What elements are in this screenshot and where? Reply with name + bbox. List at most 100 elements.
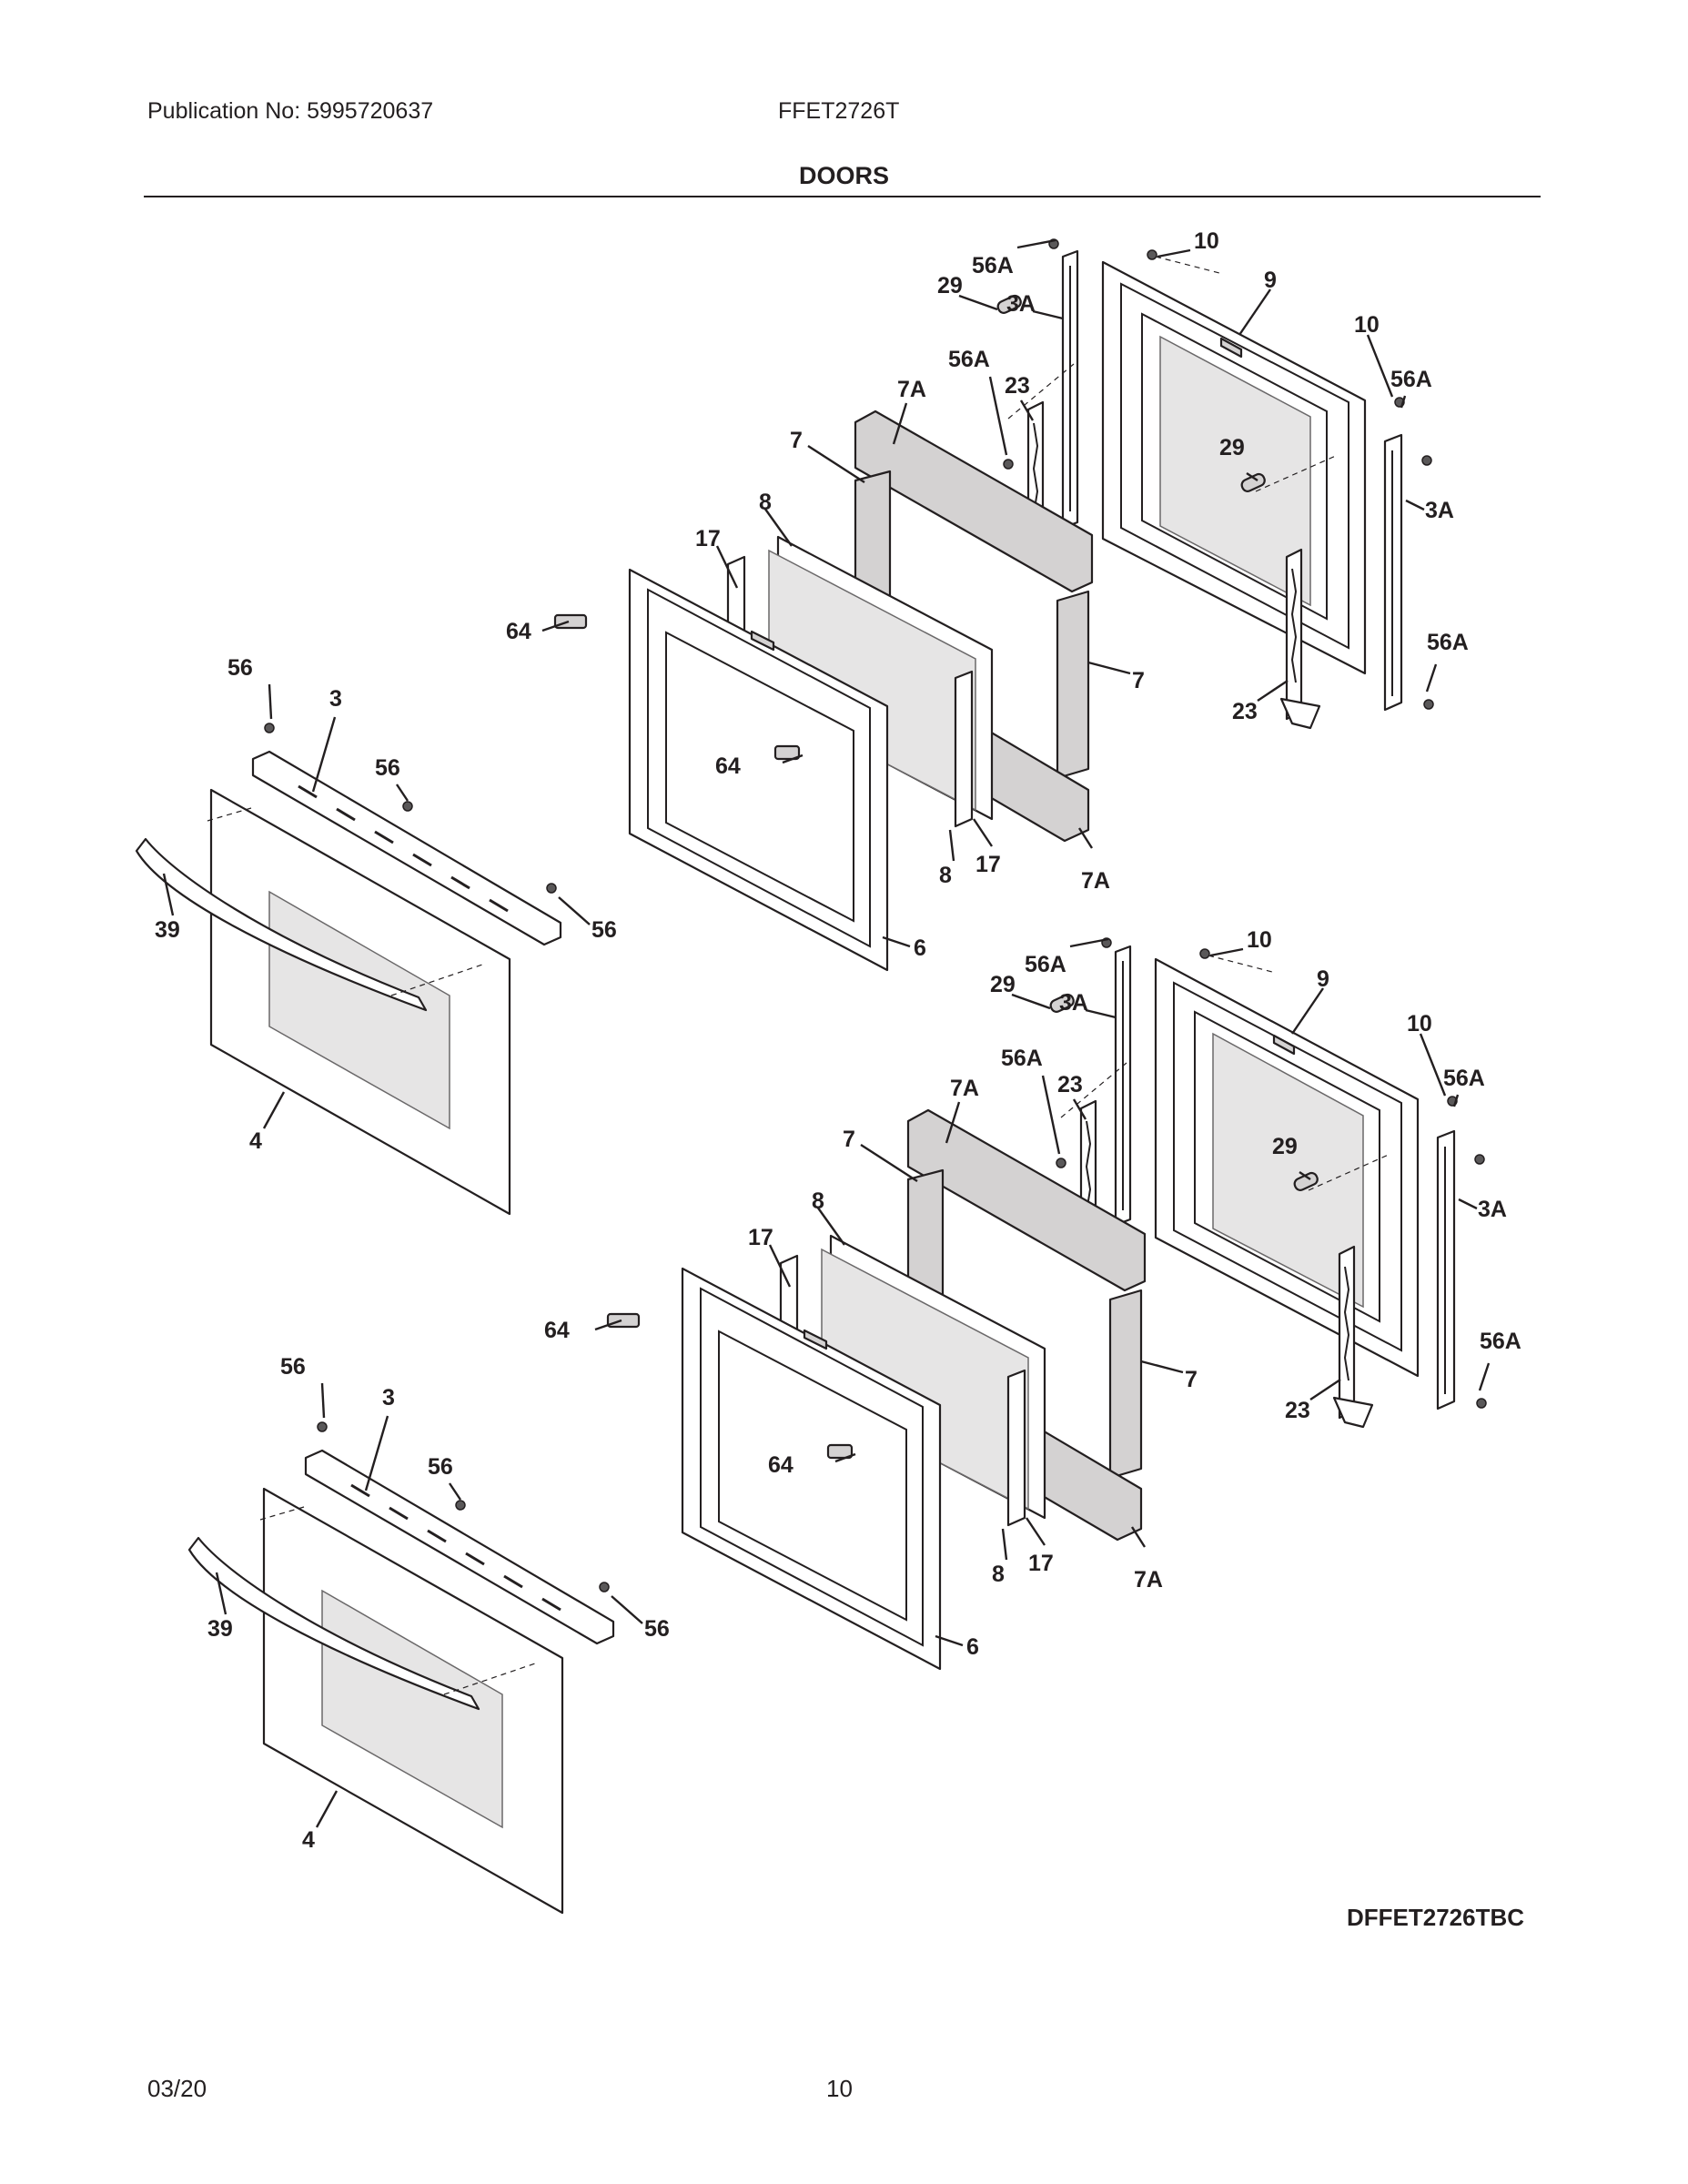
callout-56A: 56A <box>1480 1329 1521 1354</box>
callout-29: 29 <box>937 273 963 298</box>
callout-56A: 56A <box>972 253 1014 278</box>
callout-56A: 56A <box>1025 952 1066 977</box>
callout-3: 3 <box>382 1385 395 1410</box>
callout-17: 17 <box>695 526 721 551</box>
revision-date: 03/20 <box>147 2075 207 2102</box>
side-trim-right <box>1383 433 1403 712</box>
callout-64: 64 <box>768 1452 793 1478</box>
callout-56A: 56A <box>1427 630 1469 655</box>
callout-56A: 56A <box>1001 1046 1043 1071</box>
callout-9: 9 <box>1264 268 1277 293</box>
callout-23: 23 <box>1057 1072 1083 1097</box>
callout-8: 8 <box>939 863 952 888</box>
model-number: FFET2726T <box>778 98 900 124</box>
spacer-pad-inner <box>773 744 801 761</box>
callout-17: 17 <box>975 852 1001 877</box>
callout-17: 17 <box>748 1225 773 1250</box>
outer-door-panel <box>209 788 511 1216</box>
lower-door-assembly <box>187 937 1491 1915</box>
callout-23: 23 <box>1005 373 1030 399</box>
hinge-right <box>1279 548 1321 730</box>
callout-3A: 3A <box>1478 1197 1507 1222</box>
callout-10: 10 <box>1194 228 1219 254</box>
callout-7: 7 <box>1185 1367 1198 1392</box>
callout-39: 39 <box>207 1616 233 1642</box>
callout-9: 9 <box>1317 966 1329 992</box>
callout-3: 3 <box>329 686 342 712</box>
inner-door-liner-lower <box>1154 957 1420 1378</box>
callout-56: 56 <box>227 655 253 681</box>
callout-7: 7 <box>843 1127 855 1152</box>
inner-door-frame <box>628 568 889 972</box>
callout-7A: 7A <box>1081 868 1110 894</box>
callout-56A: 56A <box>948 347 990 372</box>
callout-7A: 7A <box>1134 1567 1163 1592</box>
spacer-pad-inner-lower <box>826 1443 854 1460</box>
callout-23: 23 <box>1285 1398 1310 1423</box>
plug-right <box>1240 472 1266 492</box>
callout-3A: 3A <box>1059 990 1088 1016</box>
callout-6: 6 <box>966 1634 979 1660</box>
callout-56: 56 <box>280 1354 306 1380</box>
vent-trim <box>251 750 562 946</box>
callout-56: 56 <box>644 1616 670 1642</box>
callout-6: 6 <box>914 935 926 961</box>
callout-29: 29 <box>990 972 1016 997</box>
door-handle <box>135 837 428 1012</box>
callout-56: 56 <box>428 1454 453 1480</box>
side-trim-left <box>1061 249 1079 530</box>
insulation-right <box>1056 590 1090 780</box>
plug-lower <box>1049 993 1075 1013</box>
vent-trim-lower <box>304 1449 615 1645</box>
callout-4: 4 <box>249 1128 262 1154</box>
callout-3A: 3A <box>1006 291 1036 317</box>
diagram-code: DFFET2726TBC <box>1347 1904 1525 1931</box>
upper-door-assembly <box>135 238 1438 1216</box>
plug <box>996 294 1022 314</box>
screws-lower <box>317 937 1487 1592</box>
callout-23: 23 <box>1232 699 1258 724</box>
page-number: 10 <box>826 2075 853 2102</box>
glass-retainer <box>726 555 974 828</box>
callout-56A: 56A <box>1390 367 1432 392</box>
callout-7A: 7A <box>950 1076 979 1101</box>
callout-64: 64 <box>506 619 531 644</box>
insulation-top-lower <box>906 1108 1147 1292</box>
callout-64: 64 <box>544 1318 570 1343</box>
callout-10: 10 <box>1354 312 1380 338</box>
callout-64: 64 <box>715 753 741 779</box>
callout-7: 7 <box>1132 668 1145 693</box>
side-trim-left-lower <box>1114 945 1132 1227</box>
callout-7: 7 <box>790 428 803 453</box>
insulation-right-lower <box>1108 1289 1143 1480</box>
door-handle-lower <box>187 1536 480 1711</box>
callout-56: 56 <box>375 755 400 781</box>
publication-number: Publication No: 5995720637 <box>147 98 434 124</box>
callout-10: 10 <box>1247 927 1272 953</box>
callout-8: 8 <box>759 490 772 515</box>
inner-door-frame-lower <box>681 1267 942 1671</box>
callouts-lower: 10 9 10 56A 56A 29 3A 56A 23 7A 7 8 17 2… <box>207 927 1521 1853</box>
callout-39: 39 <box>155 917 180 943</box>
callout-4: 4 <box>302 1827 315 1853</box>
side-trim-right-lower <box>1436 1129 1456 1410</box>
callout-56: 56 <box>591 917 617 943</box>
spacer-pad <box>553 613 588 630</box>
callout-29: 29 <box>1219 435 1245 460</box>
callouts-upper: 10 9 10 56A 56A 29 3A 56A 23 7A 7 8 17 2… <box>155 228 1469 1154</box>
outer-door-panel-lower <box>262 1487 564 1915</box>
callout-17: 17 <box>1028 1551 1054 1576</box>
title-rule <box>144 196 1541 197</box>
hinge-right-lower <box>1332 1245 1374 1429</box>
plug-right-lower <box>1293 1171 1319 1191</box>
section-title: DOORS <box>798 162 889 189</box>
inner-door-liner <box>1101 260 1367 675</box>
insulation-top <box>854 410 1094 593</box>
callout-29: 29 <box>1272 1134 1298 1159</box>
callout-10: 10 <box>1407 1011 1432 1036</box>
spacer-pad-lower <box>606 1312 641 1329</box>
callout-8: 8 <box>812 1188 824 1214</box>
callout-8: 8 <box>992 1562 1005 1587</box>
callout-7A: 7A <box>897 377 926 402</box>
